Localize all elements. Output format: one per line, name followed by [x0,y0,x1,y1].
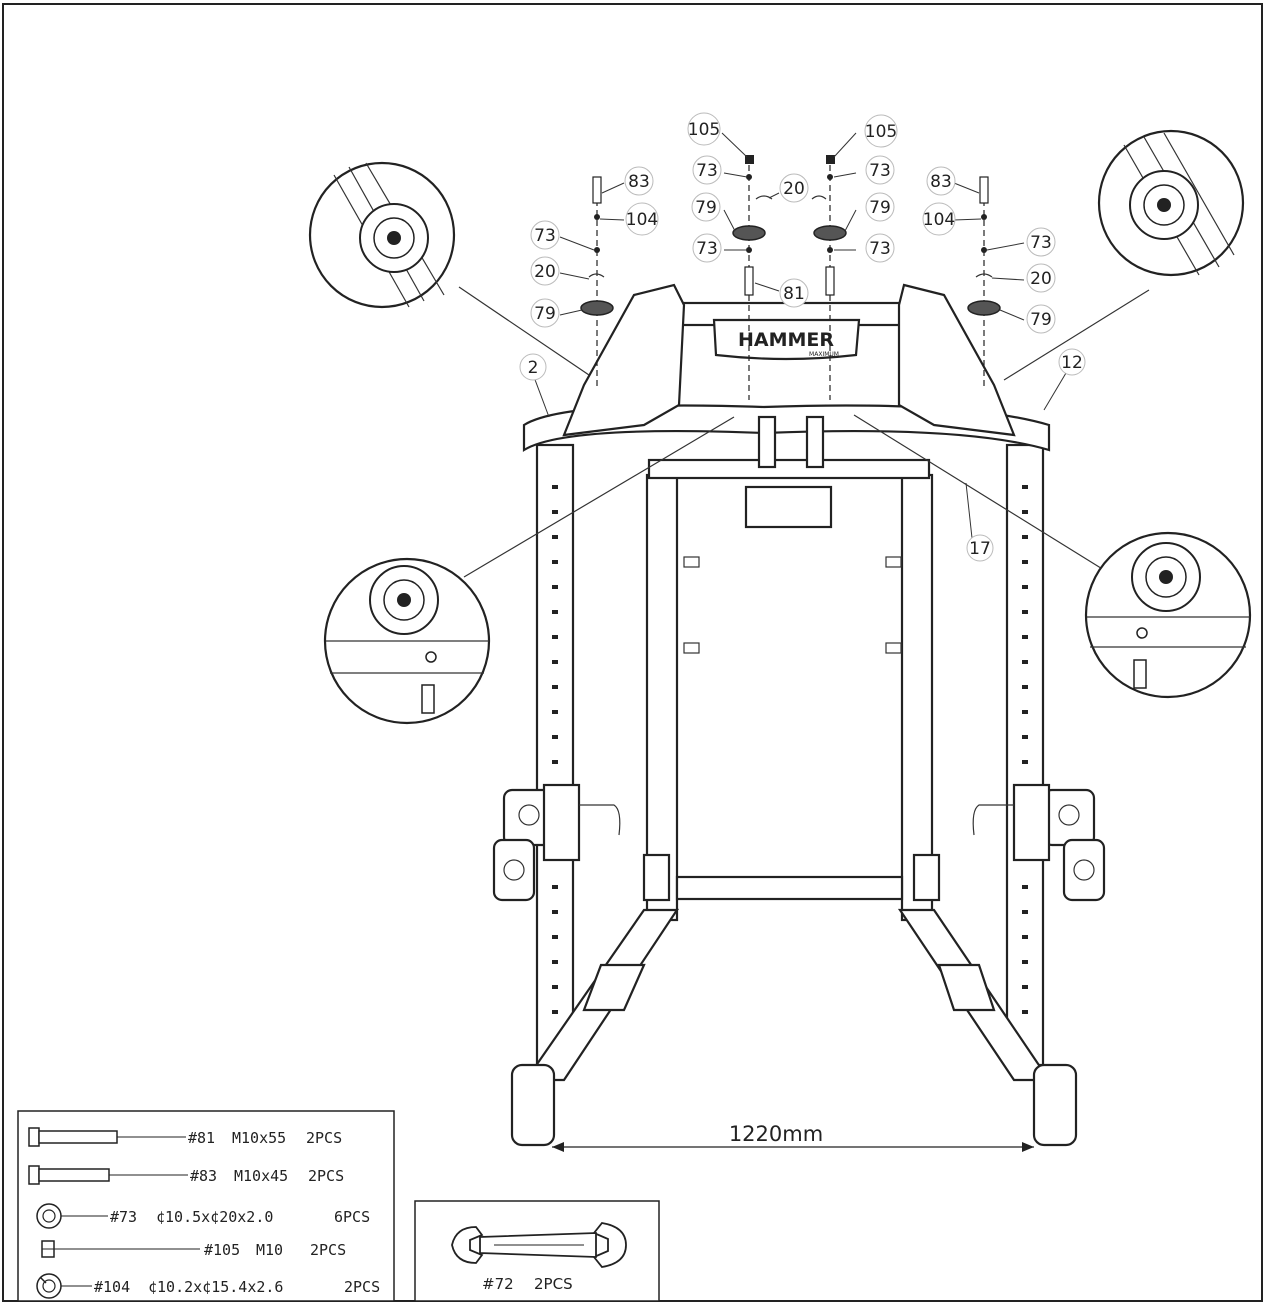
detail-mid-left [323,416,735,725]
power-rack-frame: HAMMER MAXIMUM [492,283,1106,1147]
diagram-frame: HAMMER MAXIMUM [2,3,1263,1302]
flat-washer-icon [36,1203,108,1229]
callout-79-right: 79 [1030,310,1052,330]
callout-73-lower-right: 73 [1030,233,1052,253]
width-dimension: 1220mm [552,1122,1034,1152]
part-spec-83: M10x45 [234,1167,288,1185]
part-code-83: #83 [190,1167,217,1185]
part-qty-83: 2PCS [308,1167,344,1185]
part-code-104: #104 [94,1278,130,1296]
part-spec-104: ¢10.2x¢15.4x2.6 [148,1278,283,1296]
part-code-105: #105 [204,1241,240,1259]
detail-top-right [1003,129,1245,381]
bolt-icon [28,1165,188,1185]
part-qty-81: 2PCS [306,1129,342,1147]
parts-list-box: #81 M10x55 2PCS #83 M10x45 2PCS #73 ¢10.… [17,1110,395,1302]
tool-code: #72 [482,1275,514,1293]
part-callouts: 105 105 73 73 20 79 79 73 73 81 83 83 10… [519,112,1086,562]
callout-2: 2 [528,358,539,378]
callout-104-left: 104 [626,210,658,230]
callout-20-left: 20 [534,262,556,282]
part-qty-105: 2PCS [310,1241,346,1259]
nut-icon [41,1240,200,1258]
right-pulley-carriage [972,783,1106,902]
part-spec-105: M10 [256,1241,283,1259]
part-spec-81: M10x55 [232,1129,286,1147]
callout-81: 81 [783,284,805,304]
brand-logo-text: HAMMER [738,329,834,351]
part-code-73: #73 [110,1208,137,1226]
brand-sub-text: MAXIMUM [809,351,839,358]
part-code-81: #81 [188,1129,215,1147]
callout-79-center-right: 79 [869,198,891,218]
assembly-diagram: HAMMER MAXIMUM [17,112,1252,1302]
callout-73-top-left: 73 [696,161,718,181]
tool-box: #72 2PCS [414,1200,660,1302]
part-spec-73: ¢10.5x¢20x2.0 [156,1208,273,1226]
detail-top-left [308,161,590,376]
tool-qty: 2PCS [534,1275,573,1293]
callout-12: 12 [1061,353,1083,373]
callout-73-lower-left: 73 [534,226,556,246]
callout-83-right: 83 [930,172,952,192]
callout-20-right: 20 [1030,269,1052,289]
detail-mid-right [853,414,1252,699]
width-dimension-label: 1220mm [729,1122,823,1146]
callout-17: 17 [969,539,991,559]
callout-20-center: 20 [783,179,805,199]
callout-73-top-right: 73 [869,161,891,181]
spring-washer-icon [36,1273,92,1299]
part-qty-104: 2PCS [344,1278,380,1296]
left-pulley-carriage [492,783,621,902]
long-bolt-icon [28,1127,186,1147]
callout-83-left: 83 [628,172,650,192]
callout-73-mid-left: 73 [696,239,718,259]
callout-79-left: 79 [534,304,556,324]
wrench-icon [451,1222,627,1268]
hardware-stacks [580,155,1001,400]
part-qty-73: 6PCS [334,1208,370,1226]
callout-105-right: 105 [865,122,897,142]
callout-104-right: 104 [923,210,955,230]
callout-73-mid-right: 73 [869,239,891,259]
callout-79-center-left: 79 [695,198,717,218]
callout-105-left: 105 [688,120,720,140]
